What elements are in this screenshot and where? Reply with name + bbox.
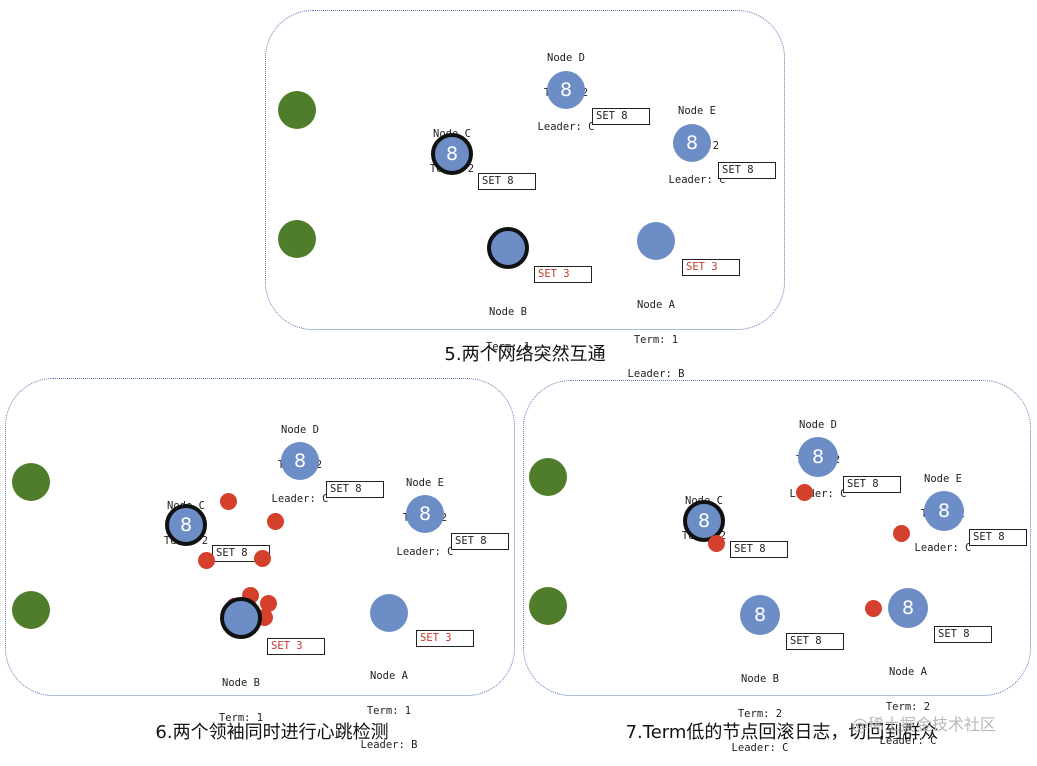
log-entry-box: SET 3 — [682, 259, 740, 276]
node-b-leader — [220, 597, 262, 639]
client-node — [12, 463, 50, 501]
panel-5-caption: 5.两个网络突然互通 — [444, 344, 606, 365]
node-b: 8 — [740, 595, 780, 635]
node-e: 8 — [924, 491, 964, 531]
node-d: 8 — [798, 437, 838, 477]
heartbeat-message — [893, 525, 910, 542]
node-name: Node D — [547, 52, 585, 64]
node-a: 8 — [888, 588, 928, 628]
log-entry-box: SET 8 — [934, 626, 992, 643]
log-entry-box: SET 3 — [267, 638, 325, 655]
node-value: 8 — [418, 503, 432, 525]
panel-7-caption: 7.Term低的节点回滚日志，切回到群众 — [625, 722, 939, 743]
node-leader: Leader: C — [879, 735, 937, 747]
node-b-leader — [487, 227, 529, 269]
heartbeat-message — [198, 552, 215, 569]
client-node — [529, 458, 567, 496]
node-value: 8 — [753, 604, 767, 626]
client-node — [278, 220, 316, 258]
heartbeat-message — [708, 535, 725, 552]
node-a-label: Node A Term: 1 Leader: B — [628, 277, 685, 392]
heartbeat-message — [260, 595, 277, 612]
node-name: Node A — [637, 299, 675, 311]
node-name: Node A — [370, 670, 408, 682]
node-leader: Leader: B — [627, 368, 685, 380]
node-value: 8 — [697, 510, 711, 532]
node-leader: Leader: C — [396, 546, 454, 558]
node-value: 8 — [445, 143, 459, 165]
heartbeat-message — [254, 550, 271, 567]
node-name: Node B — [222, 677, 260, 689]
node-leader: Leader: C — [668, 174, 726, 186]
node-a-label: Node A Term: 1 Leader: B — [361, 648, 418, 763]
node-b-label: Node B Term: 1 — [486, 284, 530, 365]
log-entry-box: SET 3 — [534, 266, 592, 283]
node-leader: Leader: B — [360, 739, 418, 751]
node-value: 8 — [685, 132, 699, 154]
node-term: Term: 1 — [485, 340, 531, 353]
log-entry-box: SET 8 — [730, 541, 788, 558]
log-entry-box: SET 3 — [416, 630, 474, 647]
node-name: Node D — [799, 419, 837, 431]
node-value: 8 — [179, 514, 193, 536]
node-leader: Leader: C — [537, 121, 595, 133]
node-value: 8 — [901, 597, 915, 619]
node-term: Term: 1 — [633, 333, 679, 346]
node-a-label: Node A Term: 2 Leader: C — [880, 644, 937, 759]
node-name: Node B — [741, 673, 779, 685]
watermark: @稀土掘金技术社区 — [852, 715, 997, 734]
node-a — [370, 594, 408, 632]
node-term: Term: 2 — [885, 700, 931, 713]
log-entry-box: SET 8 — [592, 108, 650, 125]
node-value: 8 — [937, 500, 951, 522]
panel-6-caption: 6.两个领袖同时进行心跳检测 — [155, 722, 389, 743]
node-name: Node D — [281, 424, 319, 436]
log-entry-box: SET 8 — [326, 481, 384, 498]
client-node — [12, 591, 50, 629]
node-name: Node B — [489, 306, 527, 318]
panel-7-frame — [523, 380, 1031, 696]
node-d: 8 — [281, 442, 319, 480]
heartbeat-message — [865, 600, 882, 617]
heartbeat-message — [796, 484, 813, 501]
node-c-leader: 8 — [165, 504, 207, 546]
heartbeat-message — [267, 513, 284, 530]
log-entry-box: SET 8 — [478, 173, 536, 190]
heartbeat-message — [220, 493, 237, 510]
client-node — [529, 587, 567, 625]
node-term: Term: 1 — [366, 704, 412, 717]
node-term: Term: 2 — [737, 707, 783, 720]
node-term: Term: 1 — [218, 711, 264, 724]
node-e: 8 — [406, 495, 444, 533]
log-entry-box: SET 8 — [969, 529, 1027, 546]
panel-6-frame — [5, 378, 515, 696]
node-name: Node E — [406, 477, 444, 489]
log-entry-box: SET 8 — [451, 533, 509, 550]
node-name: Node E — [924, 473, 962, 485]
node-c-leader: 8 — [431, 133, 473, 175]
panel-5-frame — [265, 10, 785, 330]
node-e: 8 — [673, 124, 711, 162]
log-entry-box: SET 8 — [786, 633, 844, 650]
node-a — [637, 222, 675, 260]
client-node — [278, 91, 316, 129]
node-leader: Leader: C — [731, 742, 789, 754]
node-d: 8 — [547, 71, 585, 109]
log-entry-box: SET 8 — [843, 476, 901, 493]
node-name: Node A — [889, 666, 927, 678]
node-name: Node E — [678, 105, 716, 117]
node-b-label: Node B Term: 2 Leader: C — [732, 651, 789, 766]
node-leader: Leader: C — [271, 493, 329, 505]
node-value: 8 — [811, 446, 825, 468]
node-leader: Leader: C — [914, 542, 972, 554]
node-value: 8 — [559, 79, 573, 101]
node-value: 8 — [293, 450, 307, 472]
node-b-label: Node B Term: 1 — [219, 655, 263, 736]
log-entry-box: SET 8 — [718, 162, 776, 179]
